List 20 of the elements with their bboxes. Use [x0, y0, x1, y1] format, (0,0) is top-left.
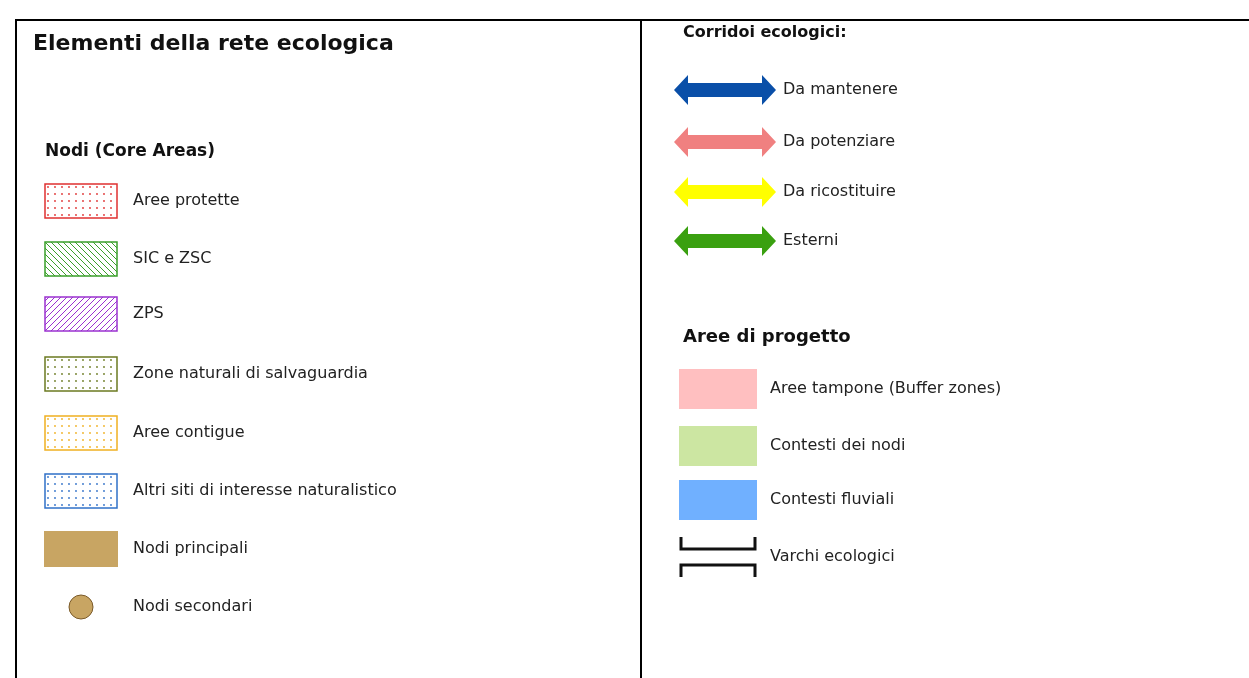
legend-title: Elementi della rete ecologica — [33, 30, 394, 55]
legend-label: ZPS — [133, 303, 164, 323]
legend-label: Aree tampone (Buffer zones) — [770, 378, 1002, 398]
legend-label: Aree contigue — [133, 422, 245, 442]
legend-label: Altri siti di interesse naturalistico — [133, 480, 397, 500]
legend-label: Da potenziare — [783, 131, 896, 151]
legend-label: Contesti fluviali — [770, 489, 895, 509]
legend-label: Varchi ecologici — [770, 546, 895, 566]
legend-label: Nodi secondari — [133, 596, 253, 616]
legend-label: Esterni — [783, 230, 839, 250]
legend-label: Zone naturali di salvaguardia — [133, 363, 368, 383]
section-heading: Aree di progetto — [683, 325, 851, 346]
legend-label: SIC e ZSC — [133, 248, 212, 268]
legend-label: Da ricostituire — [783, 181, 896, 201]
section-heading: Corridoi ecologici: — [683, 22, 847, 41]
section-heading: Nodi (Core Areas) — [45, 140, 215, 160]
legend-label: Nodi principali — [133, 538, 248, 558]
legend-label: Da mantenere — [783, 79, 898, 99]
legend-label: Aree protette — [133, 190, 240, 210]
legend-label: Contesti dei nodi — [770, 435, 906, 455]
